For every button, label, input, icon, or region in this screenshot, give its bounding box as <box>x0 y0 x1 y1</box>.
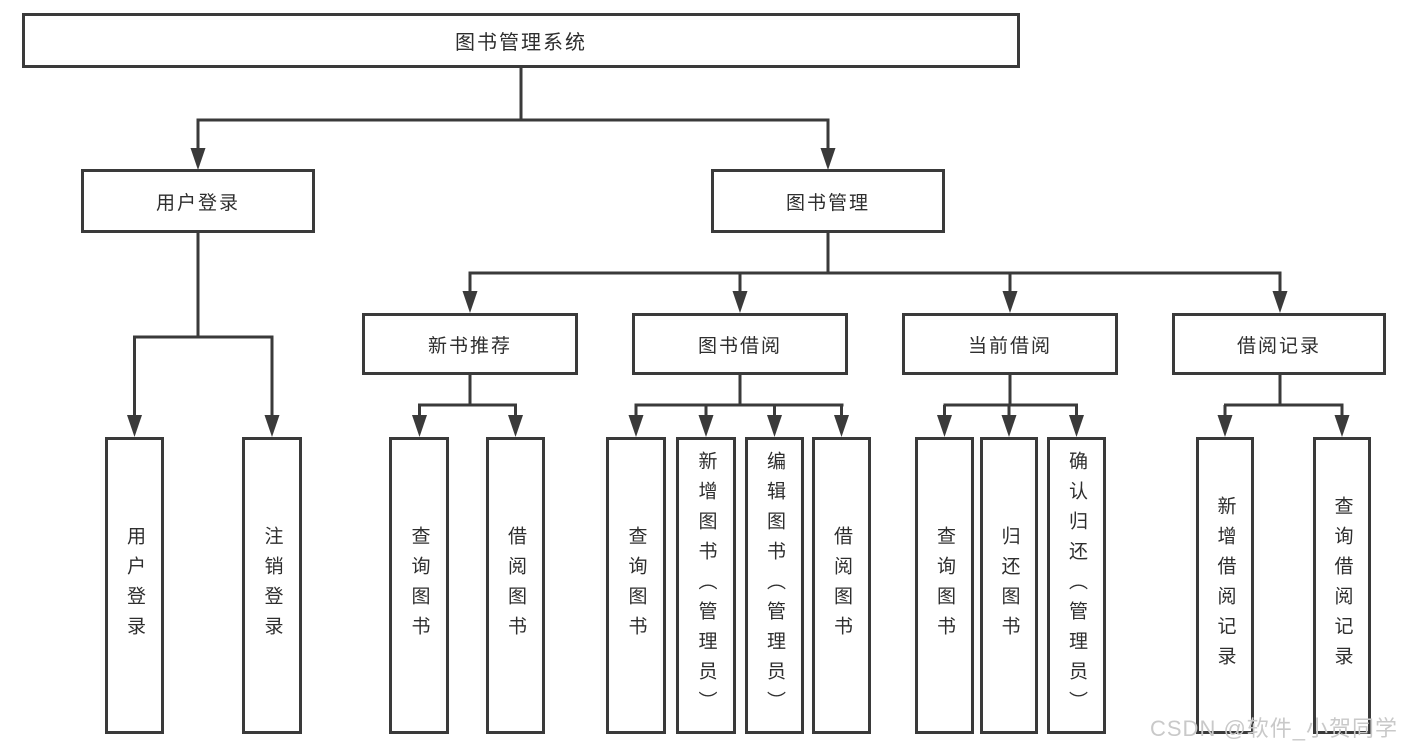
arrow-down-icon <box>462 291 478 313</box>
node-book-borrowing: 图书借阅 <box>632 313 848 375</box>
arrow-down-icon <box>1002 291 1018 313</box>
arrow-down-icon <box>834 415 849 437</box>
node-label: 图书管理系统 <box>455 32 587 54</box>
leaf-add-borrow-record: 新增借阅记录 <box>1196 437 1254 734</box>
arrow-down-icon <box>412 415 427 437</box>
arrow-down-icon <box>820 148 836 170</box>
leaf-query-books-1: 查询图书 <box>389 437 449 734</box>
arrow-down-icon <box>1272 291 1288 313</box>
leaf-logout: 注销登录 <box>242 437 302 734</box>
leaf-return-book: 归还图书 <box>980 437 1038 734</box>
leaf-add-book-admin: 新增图书（管理员） <box>676 437 736 734</box>
csdn-watermark: CSDN @软件_小贺同学 <box>1150 716 1399 741</box>
node-label: 用户登录 <box>155 192 240 214</box>
node-label: 借阅记录 <box>1236 335 1321 357</box>
arrow-down-icon <box>1069 415 1084 437</box>
node-label: 图书借阅 <box>697 335 782 357</box>
arrowheads <box>127 148 1350 437</box>
leaf-query-books-3: 查询图书 <box>915 437 974 734</box>
node-label: 图书管理 <box>785 192 870 214</box>
node-borrowing-records: 借阅记录 <box>1172 313 1386 375</box>
arrow-down-icon <box>698 415 714 437</box>
arrow-down-icon <box>1217 415 1233 437</box>
arrow-down-icon <box>127 415 142 437</box>
arrow-down-icon <box>264 415 280 437</box>
node-user-login-branch: 用户登录 <box>81 169 315 233</box>
node-new-book-recommend: 新书推荐 <box>362 313 578 375</box>
arrow-down-icon <box>767 415 782 437</box>
arrow-down-icon <box>732 291 748 313</box>
arrow-down-icon <box>1334 415 1350 437</box>
leaf-query-books-2: 查询图书 <box>606 437 666 734</box>
leaf-borrow-books-2: 借阅图书 <box>812 437 871 734</box>
node-current-borrowing: 当前借阅 <box>902 313 1118 375</box>
arrow-down-icon <box>190 148 206 170</box>
node-book-management-branch: 图书管理 <box>711 169 945 233</box>
arrow-down-icon <box>937 415 952 437</box>
arrow-down-icon <box>628 415 644 437</box>
leaf-user-login: 用户登录 <box>105 437 164 734</box>
node-label: 新书推荐 <box>427 335 512 357</box>
leaf-query-borrow-record: 查询借阅记录 <box>1313 437 1371 734</box>
leaf-edit-book-admin: 编辑图书（管理员） <box>745 437 804 734</box>
arrow-down-icon <box>508 415 523 437</box>
arrow-down-icon <box>1001 415 1017 437</box>
node-library-management-system: 图书管理系统 <box>22 13 1020 68</box>
node-label: 当前借阅 <box>967 335 1052 357</box>
leaf-borrow-books-1: 借阅图书 <box>486 437 545 734</box>
leaf-confirm-return-admin: 确认归还（管理员） <box>1047 437 1106 734</box>
